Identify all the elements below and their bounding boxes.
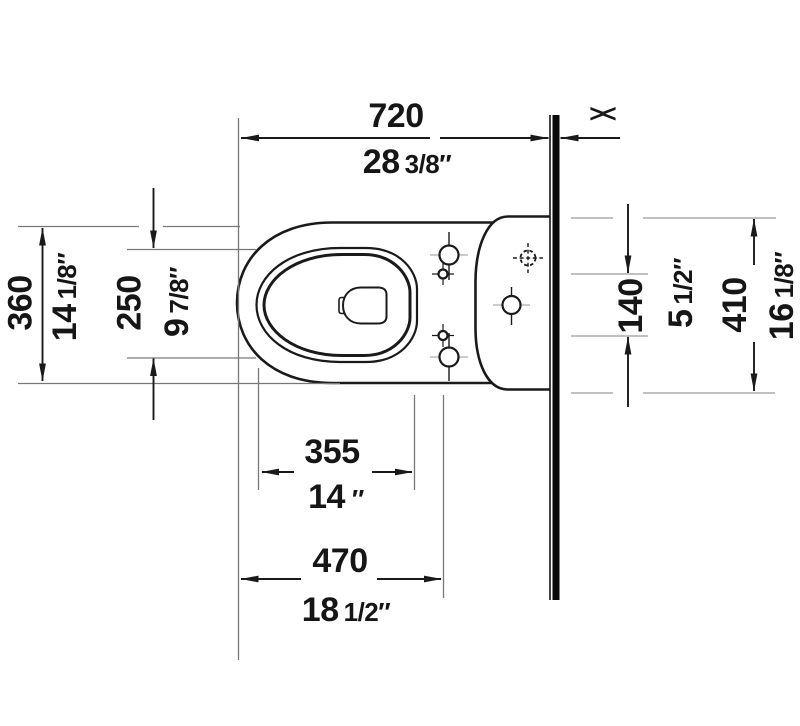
dim-depth-arrow-up <box>750 218 758 237</box>
dim-front-to-holes-arrow-right <box>424 575 442 583</box>
dim-basin-length-arrow-right <box>395 468 413 476</box>
dim-hole-spacing: 140 51/2″ <box>612 204 700 407</box>
dim-hole-spacing-mm-label: 140 <box>612 278 650 333</box>
dim-hole-spacing-arrow-up <box>624 336 632 355</box>
wall-side-arrow <box>560 134 579 142</box>
dim-front-to-holes-mm-label: 470 <box>312 542 367 580</box>
dim-bowl-width-mm-label: 360 <box>2 275 40 330</box>
dim-basin-length-mm-label: 355 <box>304 433 359 471</box>
dim-top-width-arrow-right <box>530 134 549 142</box>
dim-depth-inch-label: 161/8″ <box>763 252 800 340</box>
dim-depth-mm-label: 410 <box>716 277 754 332</box>
dim-basin-width: 250 97/8″ <box>111 188 196 420</box>
dim-front-to-holes-arrow-left <box>240 575 259 583</box>
dim-top-width-mm-label: 720 <box>368 97 423 135</box>
mounting-hole-bottom <box>430 333 468 381</box>
dim-depth-arrow-down <box>750 373 758 392</box>
wall-section-band <box>552 115 560 600</box>
drain-body <box>341 286 388 325</box>
dim-basin-length-inch-label: 14″ <box>308 478 364 516</box>
basin-rim-inner <box>262 253 412 357</box>
tank-supply-hole <box>493 287 530 325</box>
dim-hole-spacing-arrow-down <box>624 255 632 274</box>
dim-depth-from-wall: 410 161/8″ <box>716 218 800 392</box>
dim-basin-length-arrow-left <box>261 468 279 476</box>
seat-hinge-hole-top <box>432 263 454 285</box>
basin-rim-outer <box>255 246 419 364</box>
dim-basin-width-inch-label: 97/8″ <box>158 267 196 337</box>
dim-basin-length: 355 14″ <box>261 433 413 516</box>
mounting-hole-top <box>430 232 468 280</box>
wall-break-symbol: >< <box>589 100 616 128</box>
extension-lines <box>18 118 776 660</box>
tank-hidden-hole <box>513 243 543 273</box>
dim-bowl-width-arrow-bottom <box>39 363 46 382</box>
dim-bowl-width-arrow-top <box>39 227 46 246</box>
dim-hole-spacing-inch-label: 51/2″ <box>662 258 700 328</box>
wall <box>549 115 560 600</box>
dim-basin-width-arrow-up <box>150 358 157 376</box>
dim-bowl-width: 360 141/8″ <box>2 227 84 382</box>
dim-basin-width-arrow-down <box>150 230 157 249</box>
toilet-outline <box>235 215 550 391</box>
dim-basin-width-mm-label: 250 <box>111 275 149 330</box>
seat-hinge-hole-bottom <box>432 324 454 347</box>
dim-top-width-arrow-left <box>241 134 259 142</box>
drain-opening <box>338 286 388 325</box>
dim-bowl-width-inch-label: 141/8″ <box>46 253 84 341</box>
